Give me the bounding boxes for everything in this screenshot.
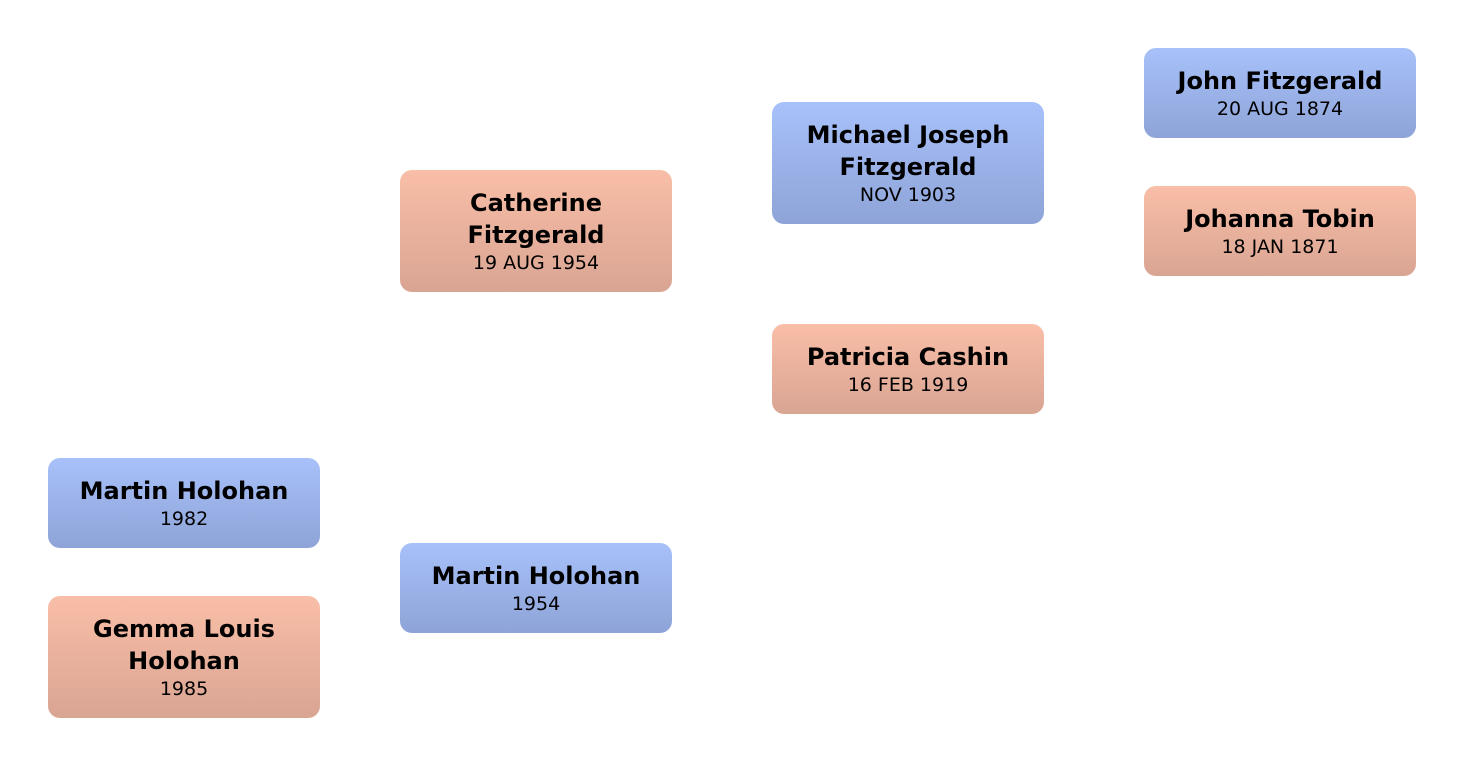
person-card-gemma-louis-holohan[interactable]: Gemma Louis Holohan 1985: [48, 596, 320, 718]
person-date: 1982: [159, 508, 209, 530]
person-name: Patricia Cashin: [806, 343, 1010, 371]
person-date: 1954: [511, 593, 561, 615]
person-name: Martin Holohan: [79, 477, 289, 505]
person-card-johanna-tobin[interactable]: Johanna Tobin 18 JAN 1871: [1144, 186, 1416, 276]
person-date: NOV 1903: [859, 184, 957, 206]
person-card-martin-holohan-1954[interactable]: Martin Holohan 1954: [400, 543, 672, 633]
person-name: Catherine Fitzgerald: [467, 189, 605, 249]
person-name: Michael Joseph Fitzgerald: [806, 121, 1010, 181]
person-card-martin-holohan-1982[interactable]: Martin Holohan 1982: [48, 458, 320, 548]
person-card-john-fitzgerald[interactable]: John Fitzgerald 20 AUG 1874: [1144, 48, 1416, 138]
person-name: Johanna Tobin: [1185, 205, 1375, 233]
person-card-catherine-fitzgerald[interactable]: Catherine Fitzgerald 19 AUG 1954: [400, 170, 672, 292]
person-card-patricia-cashin[interactable]: Patricia Cashin 16 FEB 1919: [772, 324, 1044, 414]
person-card-michael-joseph-fitzgerald[interactable]: Michael Joseph Fitzgerald NOV 1903: [772, 102, 1044, 224]
person-date: 19 AUG 1954: [472, 252, 600, 274]
person-date: 16 FEB 1919: [847, 374, 969, 396]
person-date: 18 JAN 1871: [1221, 236, 1339, 258]
person-name: Martin Holohan: [431, 562, 641, 590]
person-name: Gemma Louis Holohan: [93, 615, 275, 675]
person-date: 20 AUG 1874: [1216, 98, 1344, 120]
person-name: John Fitzgerald: [1177, 67, 1383, 95]
person-date: 1985: [159, 678, 209, 700]
